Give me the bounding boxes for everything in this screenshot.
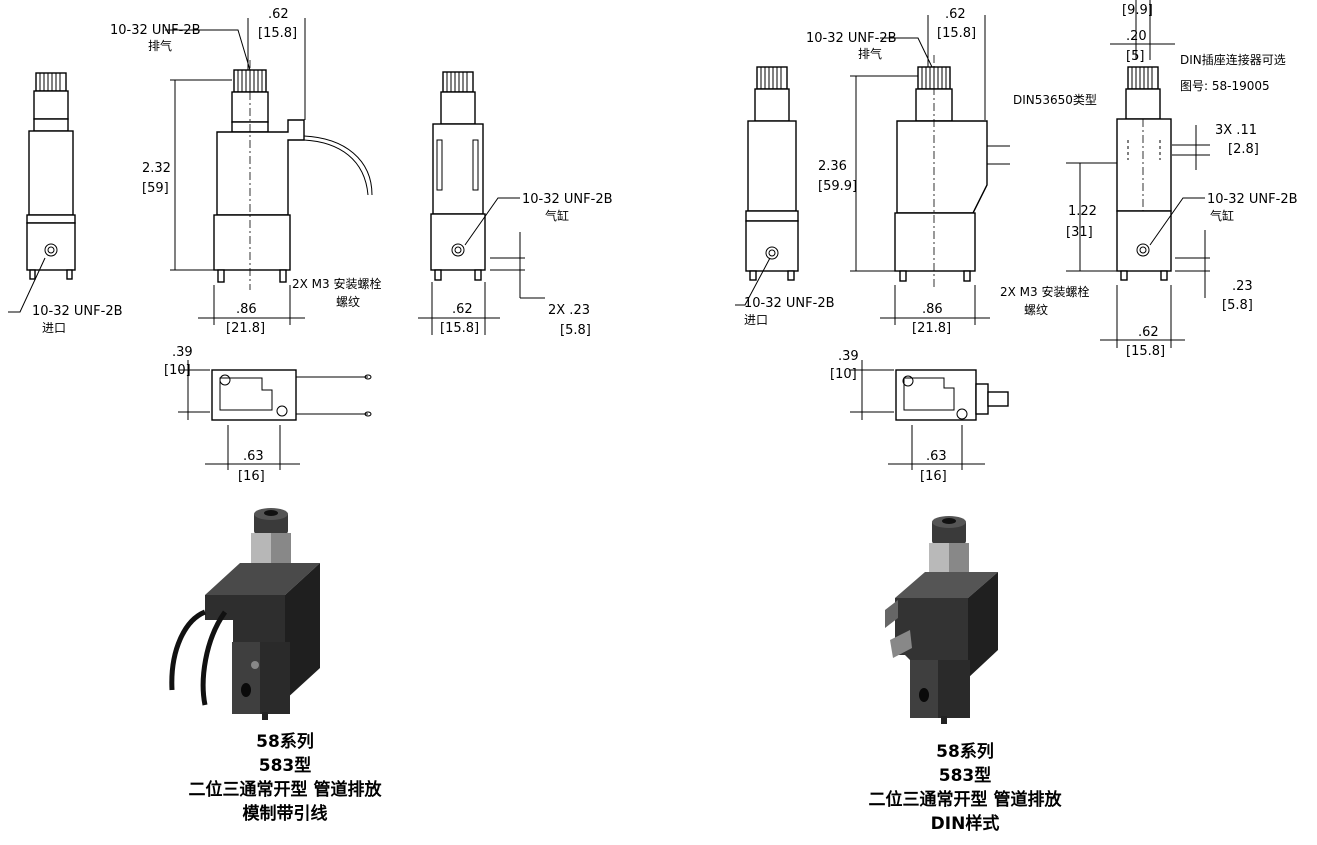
right-end-view — [1116, 66, 1172, 281]
left-height-mm: [59] — [142, 181, 169, 196]
right-pin-mm: [5.8] — [1222, 298, 1253, 313]
right-side-view — [894, 55, 1010, 290]
right-top-height-mm: [10] — [830, 367, 857, 382]
right-din-note-line1: DIN插座连接器可选 — [1180, 52, 1286, 67]
left-dimension-lines — [8, 18, 545, 470]
right-cylinder-port-label: 10-32 UNF-2B — [1207, 192, 1298, 207]
left-top-height-dim: .39 — [172, 345, 193, 360]
right-top-clip-mm: [9.9] — [1122, 3, 1153, 18]
right-top-width-mm: [15.8] — [937, 26, 976, 41]
left-exhaust-port-label: 10-32 UNF-2B — [110, 23, 201, 38]
left-top-plan-width-mm: [16] — [238, 469, 265, 484]
left-caption-model: 583型 — [259, 755, 312, 776]
right-din-type-label: DIN53650类型 — [1013, 93, 1097, 107]
left-side-width-dim: .62 — [452, 302, 473, 317]
left-caption-variant: 模制带引线 — [243, 803, 328, 824]
right-base-width-mm: [21.8] — [912, 321, 951, 336]
right-height-dim: 2.36 — [818, 159, 847, 174]
left-mount-label: 2X M3 安装螺栓 — [292, 276, 381, 291]
right-top-height-dim: .39 — [838, 349, 859, 364]
right-pins-mm: [2.8] — [1228, 142, 1259, 157]
left-top-view — [211, 369, 372, 421]
right-height-mm: [59.9] — [818, 179, 857, 194]
right-h2-mm: [31] — [1066, 225, 1093, 240]
right-exhaust-label: 排气 — [858, 46, 882, 61]
left-inlet-label: 进口 — [42, 321, 66, 335]
left-pin-dim: 2X .23 — [548, 303, 590, 318]
right-base-width-dim: .86 — [922, 302, 943, 317]
right-exhaust-port-label: 10-32 UNF-2B — [806, 31, 897, 46]
right-mount-thread-label: 螺纹 — [1024, 303, 1048, 317]
right-mount-label: 2X M3 安装螺栓 — [1000, 284, 1089, 299]
left-mount-thread-label: 螺纹 — [336, 295, 360, 309]
right-h2-dim: 1.22 — [1068, 204, 1097, 219]
left-caption-series: 58系列 — [256, 731, 314, 752]
right-inlet-port-label: 10-32 UNF-2B — [744, 296, 835, 311]
left-top-width-dim: .62 — [268, 7, 289, 22]
left-front-view — [26, 72, 76, 280]
right-caption-type: 二位三通常开型 管道排放 — [869, 789, 1063, 810]
right-din-small-mm: [5] — [1126, 49, 1144, 64]
left-height-dim: 2.32 — [142, 161, 171, 176]
left-exhaust-label: 排气 — [148, 38, 172, 53]
right-front-view — [745, 66, 799, 281]
left-caption-type: 二位三通常开型 管道排放 — [189, 779, 383, 800]
right-din-small-dim: .20 — [1126, 29, 1147, 44]
left-top-width-mm: [15.8] — [258, 26, 297, 41]
left-top-plan-width-dim: .63 — [243, 449, 264, 464]
left-valve-render — [169, 508, 320, 720]
right-top-width-dim: .62 — [945, 7, 966, 22]
right-top-plan-width-mm: [16] — [920, 469, 947, 484]
left-pin-mm: [5.8] — [560, 323, 591, 338]
right-side-width-mm: [15.8] — [1126, 344, 1165, 359]
right-cylinder-label: 气缸 — [1210, 208, 1234, 223]
right-caption-series: 58系列 — [936, 741, 994, 762]
left-base-width-dim: .86 — [236, 302, 257, 317]
right-side-width-dim: .62 — [1138, 325, 1159, 340]
left-inlet-port-label: 10-32 UNF-2B — [32, 304, 123, 319]
right-pin-dim: .23 — [1232, 279, 1253, 294]
left-end-view — [430, 71, 486, 281]
left-cylinder-port-label: 10-32 UNF-2B — [522, 192, 613, 207]
right-valve-render — [885, 516, 998, 724]
left-side-width-mm: [15.8] — [440, 321, 479, 336]
right-top-plan-width-dim: .63 — [926, 449, 947, 464]
right-inlet-label: 进口 — [744, 313, 768, 327]
left-cylinder-label: 气缸 — [545, 208, 569, 223]
left-side-view — [213, 60, 373, 290]
left-top-height-mm: [10] — [164, 363, 191, 378]
right-din-note-line2: 图号: 58-19005 — [1180, 79, 1270, 93]
right-caption-variant: DIN样式 — [931, 813, 1000, 834]
right-caption-model: 583型 — [939, 765, 992, 786]
left-base-width-mm: [21.8] — [226, 321, 265, 336]
right-top-view — [895, 369, 1009, 421]
right-pins-dim: 3X .11 — [1215, 123, 1257, 138]
right-dimension-lines — [735, 0, 1210, 470]
